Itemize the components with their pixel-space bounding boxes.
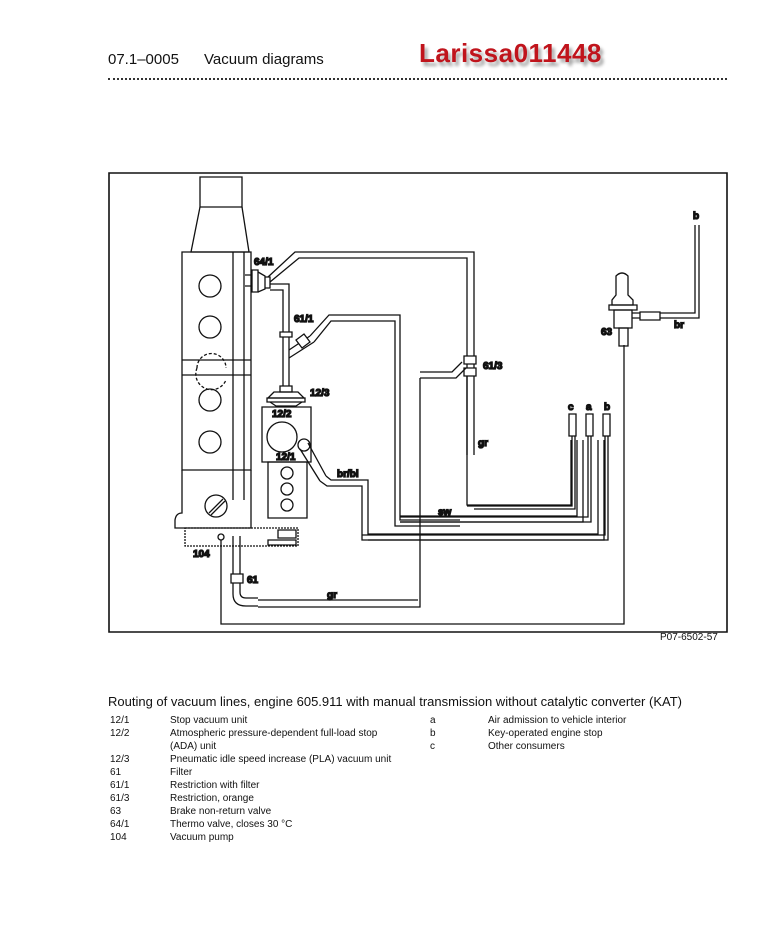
label-gr-upper: gr (478, 438, 488, 449)
label-61-1: 61/1 (294, 314, 314, 325)
legend-left: 12/1 Stop vacuum unit 12/2 Atmospheric pre… (110, 714, 400, 844)
legend-text: Brake non-return valve (170, 806, 272, 817)
legend-text: Vacuum pump (170, 832, 234, 843)
port-tubes (362, 413, 611, 541)
line-pump-return (220, 345, 625, 625)
legend-key: 63 (110, 806, 122, 817)
label-br-bl: br/bl (337, 469, 359, 480)
page-title: Vacuum diagrams (204, 51, 324, 68)
legend-item: b Key-operated engine stop (430, 727, 718, 740)
legend-text: Other consumers (488, 741, 565, 752)
vacuum-pump-104 (184, 527, 299, 547)
line-br-bl (319, 440, 605, 541)
legend-item: a Air admission to vehicle interior (430, 714, 718, 727)
line-gr-upper (466, 376, 572, 506)
legend-item: 12/2 Atmospheric pressure-dependent full-… (110, 727, 400, 753)
legend-text: Stop vacuum unit (170, 715, 248, 726)
legend-text: Key-operated engine stop (488, 728, 603, 739)
legend-item: 12/1 Stop vacuum unit (110, 714, 400, 727)
label-sw: sw (438, 507, 452, 518)
label-12-1: 12/1 (276, 452, 296, 463)
filter-61 (230, 536, 258, 607)
legend-item: 12/3 Pneumatic idle speed increase (PLA) … (110, 753, 400, 766)
line-gr-lower (258, 378, 421, 608)
legend-text: Filter (170, 767, 193, 778)
label-gr-lower: gr (327, 590, 337, 601)
legend-item: 61 Filter (110, 766, 400, 779)
legend-text: Restriction with filter (170, 780, 260, 791)
legend-key: 12/1 (110, 715, 130, 726)
pla-unit-12-3 (266, 385, 306, 407)
label-port-c: c (568, 402, 574, 413)
label-61: 61 (247, 575, 259, 586)
line-thermo-to-restriction (267, 251, 475, 455)
figure-caption: Routing of vacuum lines, engine 605.911 … (108, 694, 682, 709)
line-thermo-to-pla (270, 283, 293, 386)
legend-item: 64/1 Thermo valve, closes 30 °C (110, 818, 400, 831)
legend-item: 61/1 Restriction with filter (110, 779, 400, 792)
legend-key: 64/1 (110, 819, 130, 830)
legend-text: Pneumatic idle speed increase (PLA) vacu… (170, 754, 392, 765)
legend-key: 12/2 (110, 728, 130, 739)
legend-text: Restriction, orange (170, 793, 254, 804)
watermark: Larissa011448 (419, 38, 602, 68)
restriction-with-filter-61-1 (288, 314, 460, 527)
ada-stop-unit (261, 406, 327, 519)
legend-item: 61/3 Restriction, orange (110, 792, 400, 805)
label-64-1: 64/1 (254, 257, 274, 268)
figure-reference: P07-6502-57 (660, 632, 718, 643)
thermo-valve-64-1 (245, 269, 271, 293)
legend-key: 104 (110, 832, 127, 843)
line-sw (400, 440, 584, 523)
engine-block (174, 176, 252, 529)
restriction-orange-61-3 (420, 355, 477, 379)
legend-key: 61/1 (110, 780, 130, 791)
header-divider (108, 78, 727, 80)
label-104: 104 (193, 549, 210, 560)
label-port-b: b (604, 402, 610, 413)
label-br: br (674, 320, 684, 331)
legend-right: a Air admission to vehicle interior b Key-… (430, 714, 718, 753)
legend-item: 63 Brake non-return valve (110, 805, 400, 818)
legend-key: c (430, 741, 435, 752)
legend-key: 61 (110, 767, 122, 778)
label-port-a: a (586, 402, 592, 413)
legend-text: Air admission to vehicle interior (488, 715, 627, 726)
label-port-b-top: b (693, 211, 699, 222)
diagram-frame (108, 172, 728, 633)
legend-item: 104 Vacuum pump (110, 831, 400, 844)
label-61-3: 61/3 (483, 361, 503, 372)
label-12-3: 12/3 (310, 388, 330, 399)
legend-key: 61/3 (110, 793, 130, 804)
legend-key: b (430, 728, 436, 739)
label-12-2: 12/2 (272, 409, 292, 420)
legend-item: c Other consumers (430, 740, 718, 753)
legend-text: Thermo valve, closes 30 °C (170, 819, 293, 830)
legend-text: Atmospheric pressure-dependent full-load… (170, 728, 378, 752)
label-63: 63 (601, 327, 613, 338)
section-code: 07.1–0005 (108, 51, 179, 68)
legend-key: a (430, 715, 436, 726)
brake-valve-63 (608, 225, 700, 347)
legend-key: 12/3 (110, 754, 130, 765)
